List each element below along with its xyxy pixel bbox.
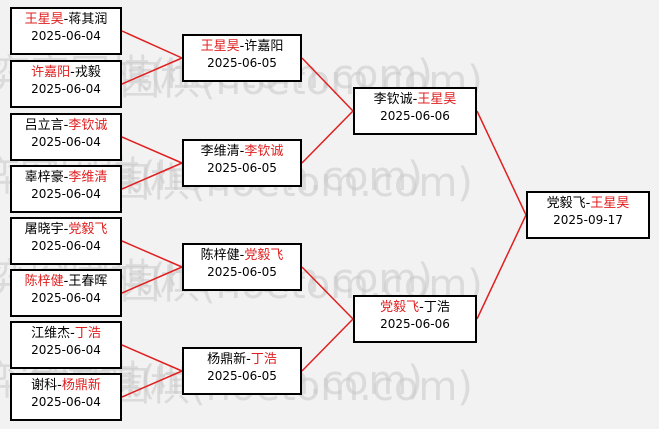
match-date: 2025-06-05 — [207, 265, 277, 279]
connector-match-r1-6-to-match-r2-3 — [121, 266, 183, 294]
match-names: 党毅飞-丁浩 — [380, 300, 450, 315]
match-names: 王星昊-许嘉阳 — [200, 39, 284, 54]
match-date: 2025-06-04 — [31, 239, 101, 253]
player-2: 李钦诚 — [68, 118, 108, 133]
player-1: 党毅飞 — [546, 196, 586, 211]
player-1: 王星昊 — [24, 12, 64, 27]
match-r1-6: 陈梓健-王春晖 2025-06-04 — [10, 269, 122, 317]
match-names: 李维清-李钦诚 — [200, 144, 284, 159]
player-2: 李维清 — [68, 170, 108, 185]
match-r3-2: 党毅飞-丁浩 2025-06-06 — [353, 295, 477, 343]
connector-match-r2-4-to-match-r3-2 — [301, 318, 354, 372]
player-1: 党毅飞 — [380, 300, 420, 315]
match-names: 辜梓豪-李维清 — [24, 170, 108, 185]
match-names: 王星昊-蒋其润 — [24, 12, 108, 27]
connector-match-r1-3-to-match-r2-2 — [121, 136, 183, 164]
match-r2-2: 李维清-李钦诚 2025-06-05 — [182, 139, 302, 187]
match-r1-1: 王星昊-蒋其润 2025-06-04 — [10, 7, 122, 55]
match-names: 江维杰-丁浩 — [31, 326, 101, 341]
player-1: 陈梓健 — [24, 274, 64, 289]
player-1: 江维杰 — [31, 326, 71, 341]
player-1: 李钦诚 — [373, 92, 413, 107]
match-names: 谢科-杨鼎新 — [31, 378, 101, 393]
match-date: 2025-06-04 — [31, 291, 101, 305]
connector-match-r1-7-to-match-r2-4 — [121, 344, 183, 372]
match-r3-1: 李钦诚-王星昊 2025-06-06 — [353, 87, 477, 135]
player-2: 王星昊 — [417, 92, 457, 107]
player-1: 陈梓健 — [200, 248, 240, 263]
player-2: 丁浩 — [423, 300, 450, 315]
player-1: 屠晓宇 — [24, 222, 64, 237]
player-1: 谢科 — [31, 378, 58, 393]
player-2: 杨鼎新 — [61, 378, 101, 393]
match-date: 2025-09-17 — [553, 213, 623, 227]
match-names: 杨鼎新-丁浩 — [207, 352, 277, 367]
connector-match-r1-2-to-match-r2-1 — [121, 57, 183, 85]
connector-match-r1-1-to-match-r2-1 — [121, 30, 183, 59]
match-date: 2025-06-04 — [31, 82, 101, 96]
match-r1-5: 屠晓宇-党毅飞 2025-06-04 — [10, 217, 122, 265]
match-date: 2025-06-05 — [207, 56, 277, 70]
connector-match-r1-4-to-match-r2-2 — [121, 162, 183, 190]
connector-match-r2-3-to-match-r3-2 — [301, 266, 354, 320]
match-date: 2025-06-06 — [380, 109, 450, 123]
connector-match-r3-2-to-match-final — [476, 214, 527, 320]
match-r2-3: 陈梓健-党毅飞 2025-06-05 — [182, 243, 302, 291]
connector-match-r2-2-to-match-r3-1 — [301, 110, 354, 164]
match-r2-1: 王星昊-许嘉阳 2025-06-05 — [182, 34, 302, 82]
player-2: 党毅飞 — [244, 248, 284, 263]
connector-match-r1-8-to-match-r2-4 — [121, 370, 183, 398]
match-names: 许嘉阳-戎毅 — [31, 65, 101, 80]
player-2: 丁浩 — [74, 326, 101, 341]
match-r1-3: 吕立言-李钦诚 2025-06-04 — [10, 113, 122, 161]
player-2: 蒋其润 — [68, 12, 108, 27]
player-1: 辜梓豪 — [24, 170, 64, 185]
match-names: 陈梓健-党毅飞 — [200, 248, 284, 263]
match-date: 2025-06-04 — [31, 343, 101, 357]
connector-match-r1-5-to-match-r2-3 — [121, 240, 183, 268]
match-date: 2025-06-04 — [31, 135, 101, 149]
match-date: 2025-06-04 — [31, 187, 101, 201]
player-2: 许嘉阳 — [244, 39, 284, 54]
match-date: 2025-06-04 — [31, 29, 101, 43]
player-2: 李钦诚 — [244, 144, 284, 159]
match-names: 吕立言-李钦诚 — [24, 118, 108, 133]
match-r2-4: 杨鼎新-丁浩 2025-06-05 — [182, 347, 302, 395]
match-names: 陈梓健-王春晖 — [24, 274, 108, 289]
player-1: 杨鼎新 — [207, 352, 247, 367]
match-final: 党毅飞-王星昊 2025-09-17 — [526, 191, 650, 239]
match-names: 党毅飞-王星昊 — [546, 196, 630, 211]
match-r1-7: 江维杰-丁浩 2025-06-04 — [10, 321, 122, 369]
player-2: 党毅飞 — [68, 222, 108, 237]
match-date: 2025-06-05 — [207, 369, 277, 383]
match-r1-8: 谢科-杨鼎新 2025-06-04 — [10, 373, 122, 421]
player-2: 戎毅 — [74, 65, 101, 80]
match-names: 屠晓宇-党毅飞 — [24, 222, 108, 237]
match-r1-4: 辜梓豪-李维清 2025-06-04 — [10, 165, 122, 213]
player-1: 李维清 — [200, 144, 240, 159]
player-2: 王星昊 — [590, 196, 630, 211]
connector-match-r2-1-to-match-r3-1 — [301, 57, 354, 112]
player-1: 王星昊 — [200, 39, 240, 54]
match-date: 2025-06-06 — [380, 317, 450, 331]
match-r1-2: 许嘉阳-戎毅 2025-06-04 — [10, 60, 122, 108]
match-date: 2025-06-05 — [207, 161, 277, 175]
connector-match-r3-1-to-match-final — [476, 110, 527, 216]
player-1: 许嘉阳 — [31, 65, 71, 80]
match-date: 2025-06-04 — [31, 395, 101, 409]
player-2: 王春晖 — [68, 274, 108, 289]
match-names: 李钦诚-王星昊 — [373, 92, 457, 107]
player-2: 丁浩 — [250, 352, 277, 367]
player-1: 吕立言 — [24, 118, 64, 133]
